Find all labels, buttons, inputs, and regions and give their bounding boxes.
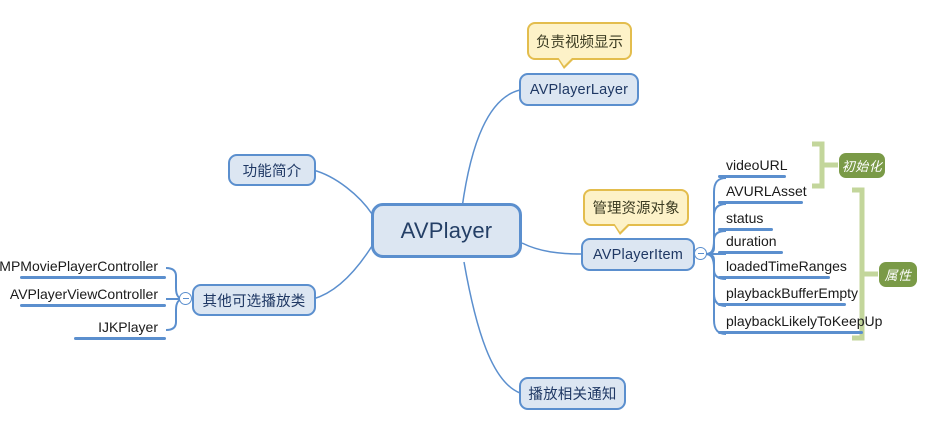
- leaf-underline: [718, 250, 783, 254]
- leaf-underline: [20, 275, 166, 279]
- leaf-videourl-label: videoURL: [726, 157, 788, 173]
- leaf-underline: [718, 227, 773, 231]
- leaf-avplayerviewcontroller-label: AVPlayerViewController: [9, 286, 158, 302]
- leaf-loadedtimeranges-label: loadedTimeRanges: [726, 258, 847, 274]
- leaf-ijkplayer-label: IJKPlayer: [98, 319, 158, 335]
- leaf-underline: [20, 303, 166, 307]
- leaf-duration[interactable]: duration: [718, 222, 783, 254]
- leaf-playbackbufferempty-label: playbackBufferEmpty: [726, 285, 859, 301]
- node-playback-notifications[interactable]: 播放相关通知: [519, 377, 626, 410]
- group-label-init[interactable]: 初始化: [839, 153, 885, 178]
- node-other-players-label: 其他可选播放类: [202, 293, 306, 310]
- callout-video-display: 负责视频显示: [527, 22, 632, 69]
- leaf-avurlasset[interactable]: AVURLAsset: [718, 172, 807, 204]
- node-avplayer-label: AVPlayer: [400, 217, 493, 243]
- node-avplayer-central[interactable]: AVPlayer: [371, 203, 522, 258]
- leaf-underline: [718, 302, 846, 306]
- callout-tail-inner-icon-2: [614, 223, 629, 232]
- leaf-playbackbufferempty[interactable]: playbackBufferEmpty: [718, 274, 858, 306]
- toggle-other-players[interactable]: [179, 292, 192, 305]
- node-avplayerlayer-label: AVPlayerLayer: [529, 81, 629, 98]
- leaf-videourl[interactable]: videoURL: [718, 146, 788, 178]
- leaf-duration-label: duration: [726, 233, 777, 249]
- leaf-playbacklikelytokeepup-label: playbackLikelyToKeepUp: [726, 313, 883, 329]
- leaf-ijkplayer[interactable]: IJKPlayer: [74, 308, 166, 340]
- node-other-players[interactable]: 其他可选播放类: [192, 284, 316, 316]
- leaf-avplayerviewcontroller[interactable]: AVPlayerViewController: [10, 275, 166, 307]
- callout-tail-inner-icon: [558, 57, 573, 66]
- group-label-properties-text: 属性: [884, 268, 912, 283]
- group-label-properties[interactable]: 属性: [879, 262, 917, 287]
- leaf-underline: [718, 200, 803, 204]
- leaf-mpmovieplayercontroller-label: MPMoviePlayerController: [0, 258, 158, 274]
- leaf-avurlasset-label: AVURLAsset: [726, 183, 807, 199]
- leaf-status-label: status: [726, 210, 764, 226]
- leaf-underline: [718, 275, 830, 279]
- leaf-underline: [74, 336, 166, 340]
- leaf-underline: [718, 330, 863, 334]
- toggle-avplayeritem[interactable]: [694, 247, 707, 260]
- node-avplayerlayer[interactable]: AVPlayerLayer: [519, 73, 639, 106]
- node-feature-intro-label: 功能简介: [242, 163, 302, 180]
- group-label-init-text: 初始化: [841, 159, 883, 174]
- node-avplayeritem[interactable]: AVPlayerItem: [581, 238, 695, 271]
- leaf-status[interactable]: status: [718, 199, 773, 231]
- callout-video-display-text: 负责视频显示: [536, 34, 623, 51]
- leaf-mpmovieplayercontroller[interactable]: MPMoviePlayerController: [0, 247, 166, 279]
- node-feature-intro[interactable]: 功能简介: [228, 154, 316, 186]
- callout-manage-resource-text: 管理资源对象: [592, 201, 680, 217]
- node-playback-notifications-label: 播放相关通知: [528, 387, 617, 403]
- node-avplayeritem-label: AVPlayerItem: [593, 246, 683, 263]
- callout-manage-resource: 管理资源对象: [583, 189, 689, 235]
- leaf-loadedtimeranges[interactable]: loadedTimeRanges: [718, 247, 847, 279]
- leaf-playbacklikelytokeepup[interactable]: playbackLikelyToKeepUp: [718, 302, 882, 334]
- leaf-underline: [718, 174, 786, 178]
